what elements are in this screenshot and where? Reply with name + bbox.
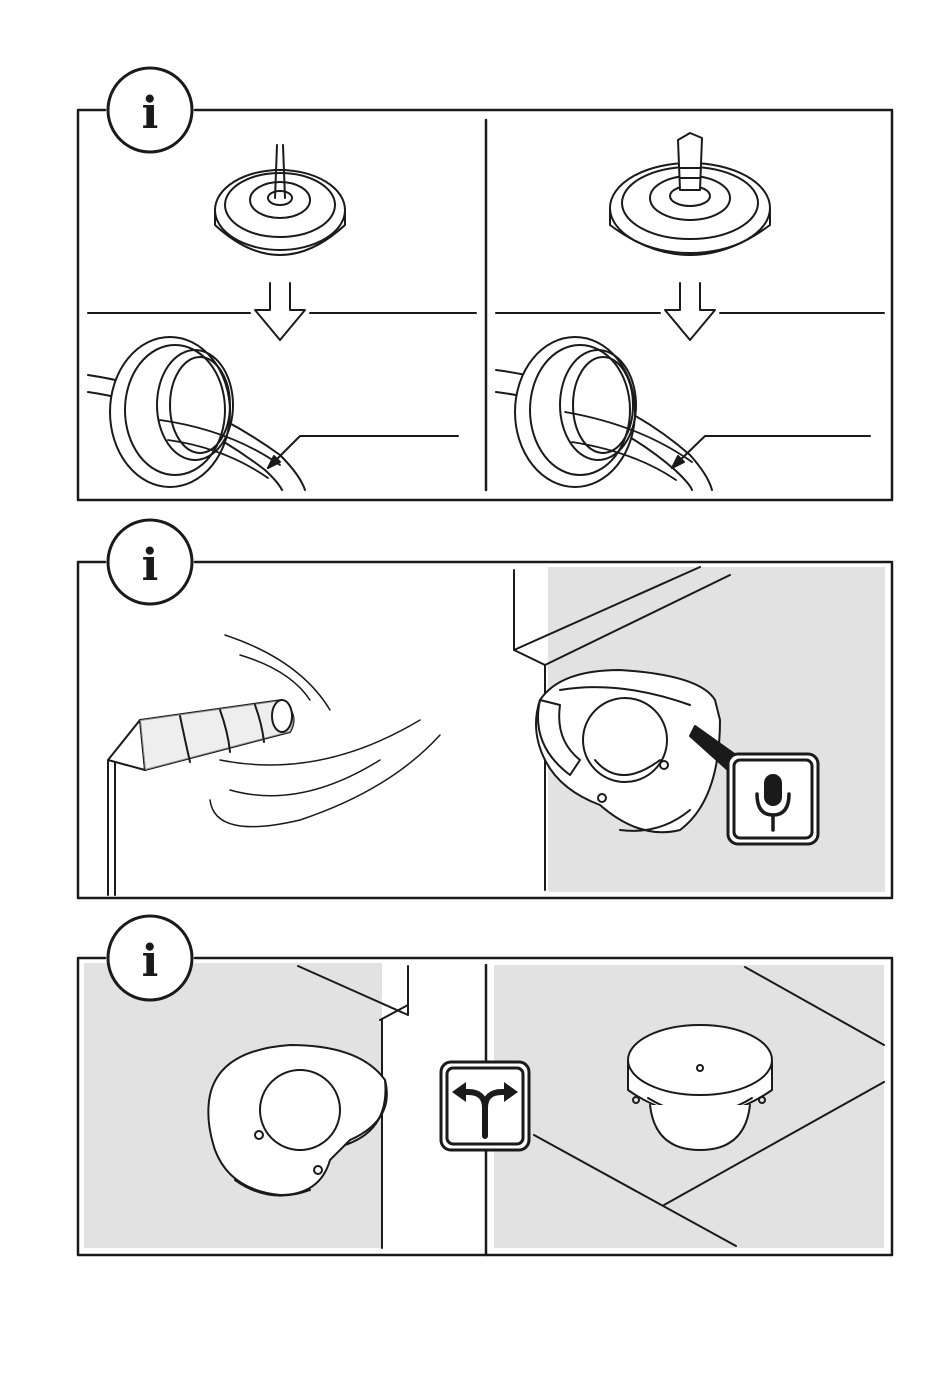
- fork-arrow-icon: [441, 1062, 529, 1150]
- info-icon: i: [108, 520, 192, 604]
- panel-mounting-options: i: [78, 916, 892, 1255]
- info-marker-label: i: [142, 88, 159, 139]
- info-marker-label: i: [142, 540, 159, 591]
- info-marker-label: i: [142, 936, 159, 987]
- info-icon: i: [108, 916, 192, 1000]
- thin-cable-gasket: [88, 145, 476, 490]
- info-icon: i: [108, 68, 192, 152]
- thick-cable-gasket: [496, 133, 884, 490]
- wind-sock-illustration: [108, 635, 440, 895]
- panel-cable-gasket: i: [78, 68, 892, 500]
- panel-microphone: i: [78, 520, 892, 898]
